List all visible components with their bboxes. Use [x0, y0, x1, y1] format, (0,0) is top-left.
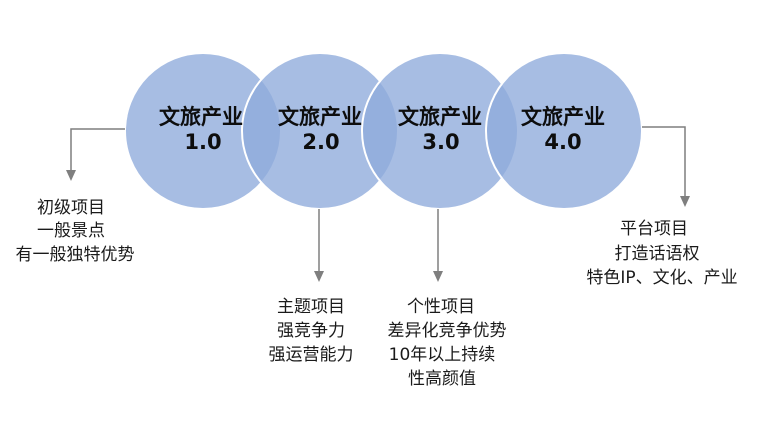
stage-3-arrowhead — [433, 271, 443, 282]
stage-3-desc-line-2: 差异化竞争优势 — [388, 321, 507, 341]
stage-1-version: 1.0 — [184, 130, 221, 154]
stage-1-desc-line-1: 初级项目 — [37, 198, 105, 218]
stage-4-connector — [642, 126, 686, 196]
stage-1-desc-line-3: 有一般独特优势 — [16, 245, 135, 265]
stage-3-title: 文旅产业 — [398, 105, 482, 129]
stage-2-desc-line-3: 强运营能力 — [269, 345, 354, 365]
stage-2-arrowhead — [314, 271, 324, 282]
stage-4-arrowhead — [680, 196, 690, 207]
stage-3-desc-line-3: 10年以上持续 — [389, 345, 496, 365]
stage-4-title: 文旅产业 — [521, 105, 605, 129]
stage-2-version: 2.0 — [302, 130, 339, 154]
stage-4-version: 4.0 — [544, 130, 581, 154]
stage-4-desc-line-2: 打造话语权 — [615, 244, 700, 264]
stage-4-circle — [485, 52, 643, 210]
stage-1-arrowhead — [66, 170, 76, 181]
stage-3-version: 3.0 — [422, 130, 459, 154]
stage-3-desc-line-4: 性高颜值 — [408, 369, 476, 389]
stage-2-desc-line-1: 主题项目 — [277, 297, 345, 317]
stage-4-desc-line-3: 特色IP、文化、产业 — [586, 268, 737, 288]
stage-1-desc-line-2: 一般景点 — [37, 221, 105, 241]
stage-2-title: 文旅产业 — [278, 105, 362, 129]
stage-3-desc-line-1: 个性项目 — [407, 297, 475, 317]
stage-4-desc-line-1: 平台项目 — [620, 219, 688, 239]
stage-1-title: 文旅产业 — [159, 105, 243, 129]
stage-2-desc-line-2: 强竞争力 — [277, 321, 345, 341]
stage-1-connector — [70, 128, 125, 170]
